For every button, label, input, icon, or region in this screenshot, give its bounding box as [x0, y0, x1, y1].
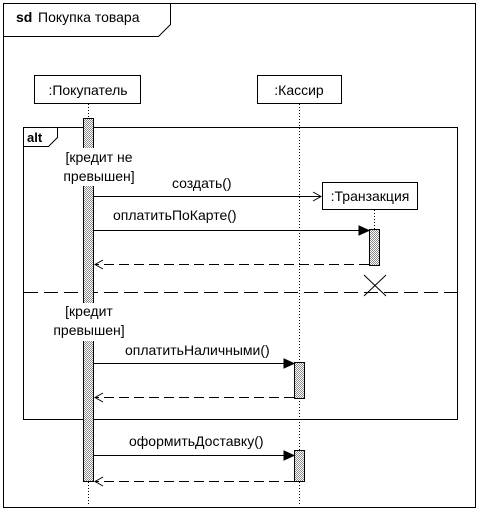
message-create-arrowhead — [312, 191, 323, 202]
transaction-destroy-icon — [363, 274, 387, 297]
message-delivery-label: оформитьДоставку() — [129, 433, 264, 449]
frame-name-tab — [3, 3, 171, 37]
return-delivery-arrowhead — [93, 476, 104, 487]
guard1-text-line1: [кредит не — [65, 149, 132, 165]
lifeline-transaction-label: :Транзакция — [331, 188, 410, 204]
guard2-text-line2: превышен] — [53, 322, 124, 338]
message-pay-card-arrowhead — [358, 225, 371, 236]
alt-operator-tab — [23, 127, 58, 147]
buyer-activation-bar — [83, 118, 94, 482]
alt-fragment — [23, 127, 458, 420]
message-pay-card-label: оплатитьПоКарте() — [113, 207, 237, 223]
message-pay-cash-label: оплатитьНаличными() — [125, 342, 270, 358]
return-cash-arrowhead — [93, 392, 104, 403]
lifeline-buyer-label: :Покупатель — [48, 82, 127, 98]
alt-operator-label: alt — [27, 130, 43, 145]
transaction-activation-bar — [369, 229, 380, 266]
frame-keyword: sd — [16, 9, 32, 25]
guard1-text-line2: превышен] — [63, 168, 134, 184]
guard1-background — [58, 148, 140, 186]
cashier-activation-bar-delivery — [294, 450, 305, 482]
message-delivery-arrowhead — [283, 450, 296, 461]
message-create-label: создать() — [172, 175, 232, 191]
lifeline-cashier-label: :Кассир — [274, 82, 324, 98]
guard2-background — [45, 303, 133, 341]
frame-title: Покупка товара — [38, 9, 140, 25]
return-transaction-arrowhead — [93, 259, 104, 270]
message-pay-cash-arrowhead — [283, 358, 296, 369]
guard2-text-line1: [кредит — [65, 303, 113, 319]
cashier-activation-bar-cash — [294, 362, 305, 399]
lifeline-cashier-box — [257, 75, 342, 104]
lifeline-transaction-box — [322, 182, 418, 210]
lifeline-buyer-box — [34, 75, 141, 104]
